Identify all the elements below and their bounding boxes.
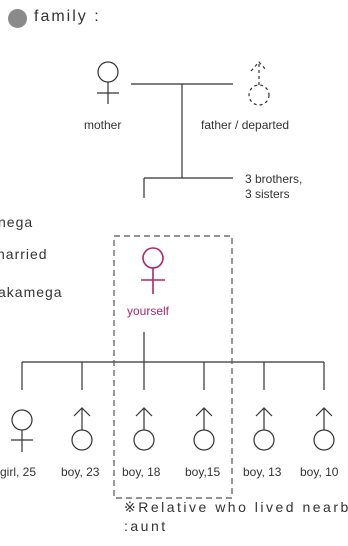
side-note-line1: nega bbox=[0, 214, 34, 230]
child-label: boy, 18 bbox=[122, 465, 161, 479]
female-symbol-icon bbox=[11, 409, 33, 452]
side-note-line2: narried bbox=[0, 246, 48, 262]
male-symbol-departed-icon bbox=[248, 61, 270, 106]
female-symbol-self-icon bbox=[141, 247, 165, 294]
footnote-line1: ※Relative who lived nearby bbox=[124, 499, 348, 515]
siblings-note-line1: 3 brothers, bbox=[245, 172, 303, 186]
male-symbol-icon bbox=[133, 407, 155, 451]
male-symbol-icon bbox=[313, 407, 335, 451]
side-note-line3: akamega bbox=[0, 284, 63, 300]
male-symbol-icon bbox=[253, 407, 275, 451]
siblings-note-line2: 3 sisters bbox=[245, 187, 290, 201]
child-label: girl, 25 bbox=[0, 465, 37, 479]
male-symbol-icon bbox=[71, 407, 93, 451]
child-label: boy, 13 bbox=[243, 465, 282, 479]
self-label: yourself bbox=[127, 304, 170, 318]
footnote: ※Relative who lived nearby :aunt bbox=[124, 498, 348, 536]
child-label: boy, 23 bbox=[61, 465, 100, 479]
mother-label: mother bbox=[84, 118, 122, 132]
male-symbol-icon bbox=[193, 407, 215, 451]
female-symbol-icon bbox=[97, 61, 119, 104]
child-label: boy, 10 bbox=[300, 465, 339, 479]
section-title: family : bbox=[34, 8, 101, 25]
footnote-line2: :aunt bbox=[124, 518, 168, 534]
father-label: father / departed bbox=[201, 118, 290, 132]
child-label: boy,15 bbox=[185, 465, 221, 479]
bullet-dot-icon bbox=[8, 9, 27, 28]
dashed-highlight-box bbox=[113, 235, 233, 499]
